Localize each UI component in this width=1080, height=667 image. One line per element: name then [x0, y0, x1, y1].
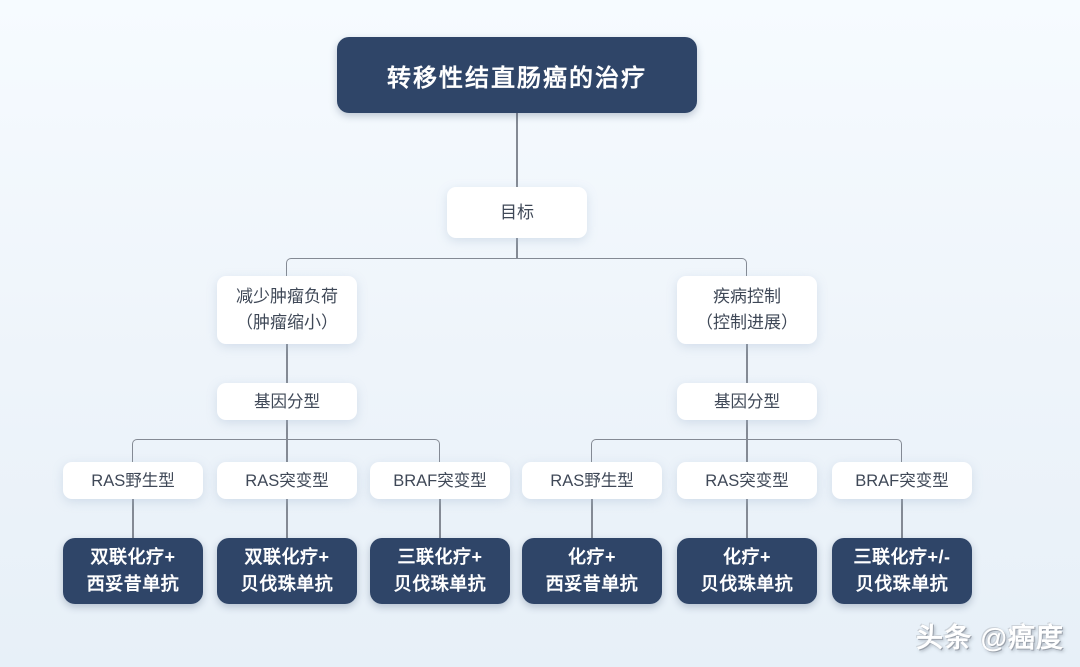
treatment-node: 双联化疗+ 贝伐珠单抗	[217, 538, 357, 604]
treatment-line2: 贝伐珠单抗	[700, 574, 794, 594]
treatment-line1: 化疗+	[567, 547, 616, 567]
treatment-line2: 贝伐珠单抗	[855, 574, 949, 594]
objective-node-left: 减少肿瘤负荷 （肿瘤缩小）	[217, 276, 357, 344]
subtype-node: RAS突变型	[677, 462, 817, 499]
objective-line2: （控制进展）	[696, 313, 798, 332]
treatment-line1: 三联化疗+	[397, 547, 483, 567]
treatment-line1: 双联化疗+	[90, 547, 176, 567]
root-node: 转移性结直肠癌的治疗	[337, 37, 697, 113]
goal-node: 目标	[447, 187, 587, 238]
treatment-node: 三联化疗+ 贝伐珠单抗	[370, 538, 510, 604]
genotyping-node-left: 基因分型	[217, 383, 357, 420]
objective-line1: 减少肿瘤负荷	[236, 287, 338, 306]
connector-subtype-treatment	[746, 499, 748, 538]
genotyping-node-right: 基因分型	[677, 383, 817, 420]
connector-geno-subtypes-left	[132, 439, 440, 462]
treatment-line2: 西妥昔单抗	[86, 574, 180, 594]
objective-line2: （肿瘤缩小）	[236, 313, 338, 332]
connector-geno-stub-right	[746, 420, 748, 462]
subtype-node: BRAF突变型	[370, 462, 510, 499]
treatment-line2: 贝伐珠单抗	[393, 574, 487, 594]
treatment-node: 化疗+ 西妥昔单抗	[522, 538, 662, 604]
treatment-line1: 化疗+	[722, 547, 771, 567]
treatment-node: 三联化疗+/- 贝伐珠单抗	[832, 538, 972, 604]
treatment-line2: 西妥昔单抗	[545, 574, 639, 594]
connector-goal-stub	[516, 238, 518, 258]
watermark: 头条 @癌度	[916, 623, 1064, 653]
connector-branch-geno-right	[746, 344, 748, 383]
objective-node-right: 疾病控制 （控制进展）	[677, 276, 817, 344]
connector-geno-stub-left	[286, 420, 288, 462]
connector-subtype-treatment	[439, 499, 441, 538]
treatment-line1: 三联化疗+/-	[853, 547, 951, 567]
treatment-node: 双联化疗+ 西妥昔单抗	[63, 538, 203, 604]
subtype-node: RAS突变型	[217, 462, 357, 499]
connector-subtype-treatment	[132, 499, 134, 538]
objective-line1: 疾病控制	[713, 287, 781, 306]
connector-subtype-treatment	[591, 499, 593, 538]
treatment-line2: 贝伐珠单抗	[240, 574, 334, 594]
connector-root-goal	[516, 113, 518, 187]
subtype-node: RAS野生型	[63, 462, 203, 499]
connector-geno-subtypes-right	[591, 439, 902, 462]
treatment-line1: 双联化疗+	[244, 547, 330, 567]
treatment-node: 化疗+ 贝伐珠单抗	[677, 538, 817, 604]
connector-subtype-treatment	[286, 499, 288, 538]
subtype-node: BRAF突变型	[832, 462, 972, 499]
connector-goal-branches	[286, 258, 747, 276]
subtype-node: RAS野生型	[522, 462, 662, 499]
connector-subtype-treatment	[901, 499, 903, 538]
connector-branch-geno-left	[286, 344, 288, 383]
